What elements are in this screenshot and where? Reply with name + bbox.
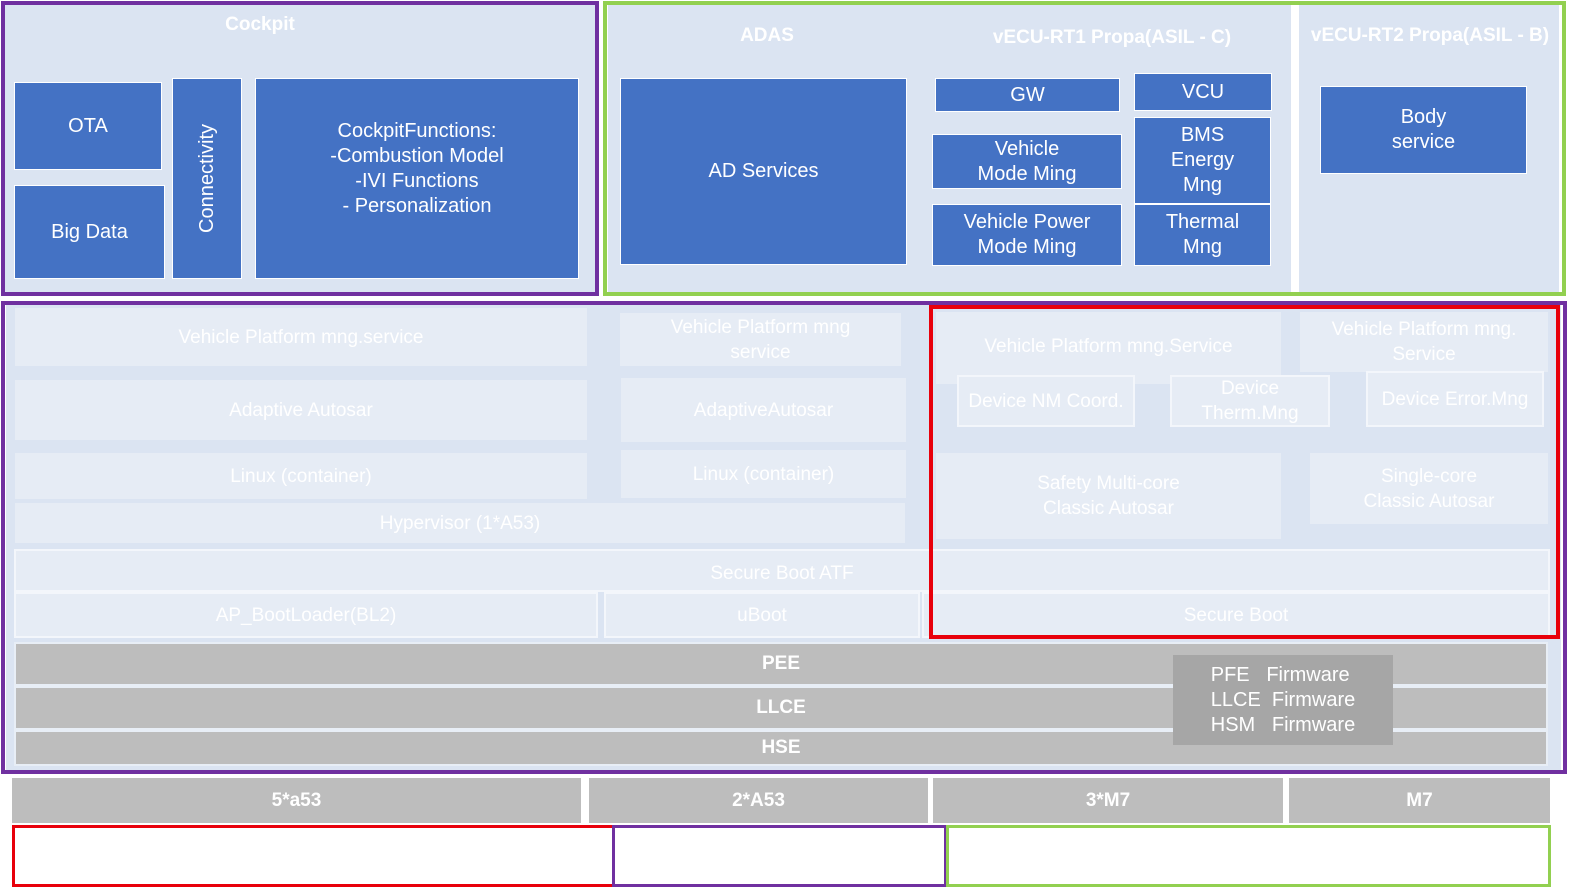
body-service-block: Body service xyxy=(1320,86,1527,174)
firmware-box: PFE Firmware LLCE Firmware HSM Firmware xyxy=(1173,655,1393,745)
core-5a53: 5*a53 xyxy=(12,778,581,823)
vehicle-power-block: Vehicle Power Mode Ming xyxy=(932,204,1122,266)
red-highlight-frame xyxy=(929,305,1560,639)
big-data-block: Big Data xyxy=(14,185,165,279)
linux-container-2: Linux (container) xyxy=(621,450,906,498)
core-2a53: 2*A53 xyxy=(589,778,928,823)
vehicle-mode-block: Vehicle Mode Ming xyxy=(932,134,1122,189)
linux-container-1: Linux (container) xyxy=(15,453,587,499)
bms-block: BMS Energy Mng xyxy=(1134,117,1271,204)
cockpit-frame xyxy=(1,1,599,296)
ad-services-block: AD Services xyxy=(620,78,907,265)
device-therm-block: Device Therm.Mng xyxy=(1170,375,1330,427)
vpms-block-1: Vehicle Platform mng.service xyxy=(15,308,587,366)
connectivity-block: Connectivity xyxy=(172,78,242,279)
single-classic-autosar: Single-core Classic Autosar xyxy=(1310,453,1548,524)
adas-title: ADAS xyxy=(740,25,794,46)
vpms-block-4: Vehicle Platform mng. Service xyxy=(1300,312,1548,372)
vpms-block-2: Vehicle Platform mng service xyxy=(620,313,901,366)
core-3m7: 3*M7 xyxy=(933,778,1283,823)
vpms-block-3: Vehicle Platform mng.Service xyxy=(936,312,1281,384)
secure-boot-atf-block: Secure Boot ATF xyxy=(14,549,1550,592)
rt1-title: vECU-RT1 Propa(ASIL - C) xyxy=(992,27,1232,48)
thermal-block: Thermal Mng xyxy=(1134,204,1271,266)
secure-boot-block: Secure Boot xyxy=(922,592,1550,638)
gw-block: GW xyxy=(935,78,1120,112)
rt2-title: vECU-RT2 Propa(ASIL - B) xyxy=(1310,25,1550,46)
legend-green-box xyxy=(946,825,1551,887)
uboot-block: uBoot xyxy=(604,592,920,638)
ota-block: OTA xyxy=(14,82,162,170)
vcu-block: VCU xyxy=(1134,73,1272,111)
legend-purple-box xyxy=(612,825,947,887)
adaptive-autosar-1: Adaptive Autosar xyxy=(15,380,587,440)
core-m7: M7 xyxy=(1289,778,1550,823)
adas-frame xyxy=(603,1,1566,296)
cockpit-functions-block: CockpitFunctions: -Combustion Model -IVI… xyxy=(255,78,579,279)
device-error-block: Device Error.Mng xyxy=(1366,371,1544,427)
platform-frame xyxy=(1,301,1567,774)
hypervisor-block: Hypervisor (1*A53) xyxy=(15,503,905,543)
legend-red-box xyxy=(12,825,615,887)
safety-classic-autosar: Safety Multi-core Classic Autosar xyxy=(936,453,1281,539)
device-nm-block: Device NM Coord. xyxy=(957,375,1135,427)
ap-bootloader-block: AP_BootLoader(BL2) xyxy=(14,592,598,638)
adaptive-autosar-2: AdaptiveAutosar xyxy=(621,378,906,442)
cockpit-title: Cockpit xyxy=(225,14,295,35)
